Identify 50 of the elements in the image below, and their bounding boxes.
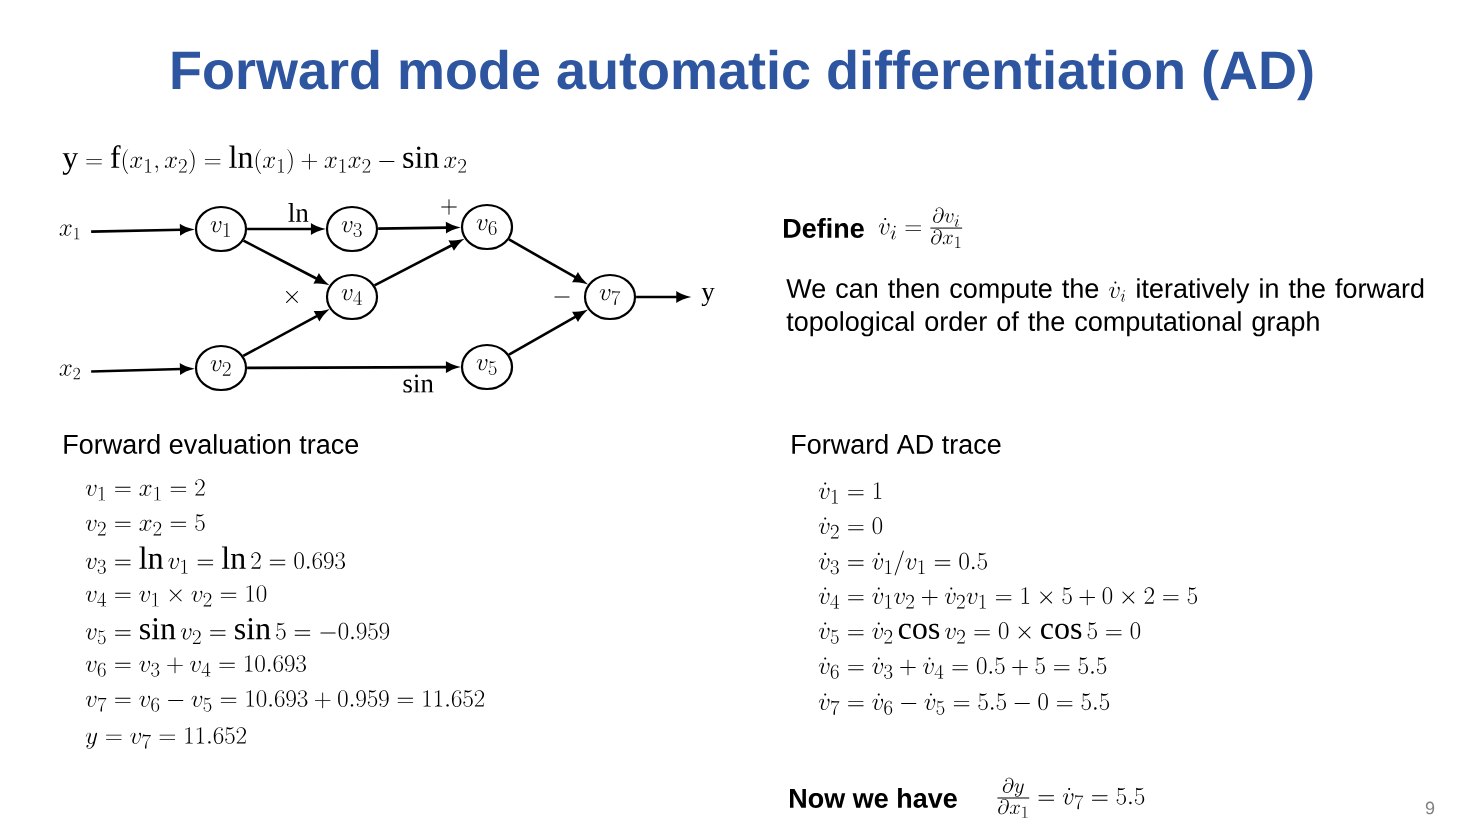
- formula: $\dot{v}_6 = \dot{v}_3 + \dot{v}_4 = 0.5 + 5 = 5.5$: [818, 657, 1107, 679]
- arrow: [247, 224, 323, 234]
- formula: $\dot{v}_4 = \dot{v}_1 v_2 + \dot{v}_2 v_1 = 1 \times 5 + 0 \times 2 = 5$: [818, 587, 1198, 609]
- variable-label: $x_2$: [59, 364, 80, 380]
- operation-symbol: $+$: [441, 199, 457, 215]
- arrow: [247, 362, 458, 373]
- formula: $\dot{v}_7 = \dot{v}_6 - \dot{v}_5 = 5.5 - 0 = 5.5$: [818, 693, 1110, 715]
- formula: $\dot{v}_3 = \dot{v}_1 / v_1 = 0.5$: [818, 550, 987, 576]
- formula: $v_3 = \ln v_1 = \ln 2 = 0.693$: [85, 546, 345, 574]
- title: Forward mode automatic differentiation (AD): [172, 49, 1313, 101]
- formula: $v_6 = v_3 + v_4 = 10.693$: [85, 655, 306, 677]
- variable-label: $\mathrm{y}$: [701, 287, 715, 307]
- graph-node: $v_2$: [194, 344, 248, 392]
- graph-node: $v_7$: [583, 273, 637, 321]
- bold-label: Define: [784, 218, 864, 238]
- page-number: 9: [1425, 801, 1435, 815]
- graph-node: $v_1$: [194, 205, 248, 253]
- formula: $\frac{\partial y}{\partial x_1} = \dot{v}_7 = 5.5$: [997, 777, 1145, 818]
- edge-label: $\ln$: [288, 203, 309, 222]
- formula: $v_5 = \sin v_2 = \sin 5 = -0.959$: [85, 618, 390, 645]
- arrow: [378, 222, 458, 233]
- operation-symbol: $-$: [554, 296, 570, 298]
- graph-node: $v_5$: [460, 343, 514, 391]
- operation-symbol: $\times$: [286, 291, 298, 303]
- formula: $\dot{v}_1 = 1$: [818, 482, 882, 504]
- graph-node: $v_4$: [325, 273, 379, 321]
- formula: $v_7 = v_6 - v_5 = 10.693 + 0.959 = 11.652$: [85, 690, 485, 712]
- graph-node: $v_6$: [460, 203, 514, 251]
- formula: $\mathrm{y} = \mathrm{f}(x_1, x_2) = \ln(x_1) + x_1 x_2 - \sin x_2$: [62, 145, 466, 175]
- section-heading: Forward AD trace: [792, 434, 1001, 454]
- graph-node: $v_3$: [325, 205, 379, 253]
- arrow: [508, 310, 585, 356]
- formula: $\dot{v}_i = \frac{\partial v_i}{\partial x_1}$: [878, 207, 963, 248]
- arrow: [508, 238, 585, 284]
- formula: $v_2 = x_2 = 5$: [85, 514, 205, 536]
- arrow: [242, 310, 327, 358]
- formula: $\dot{v}_5 = \dot{v}_2 \cos v_2 = 0 \times \cos 5 = 0$: [818, 622, 1141, 644]
- arrow: [636, 292, 688, 302]
- formula: $y = v_7 = 11.652$: [85, 727, 246, 749]
- formula: $\dot{v}_2 = 0$: [818, 517, 883, 539]
- arrow: [91, 364, 192, 374]
- formula: $v_1 = x_1 = 2$: [85, 479, 205, 501]
- arrow: [373, 239, 462, 287]
- edge-label: $\sin$: [403, 374, 434, 393]
- section-heading: Forward evaluation trace: [64, 434, 359, 454]
- variable-label: $x_1$: [59, 224, 80, 240]
- arrow: [242, 239, 327, 285]
- formula: $v_4 = v_1 \times v_2 = 10$: [85, 585, 267, 607]
- paragraph: We can then compute the $\dot{v}_i$ iteratively in the forward topological order of the computational graph: [786, 278, 1424, 337]
- bold-label: Now we have: [790, 788, 957, 808]
